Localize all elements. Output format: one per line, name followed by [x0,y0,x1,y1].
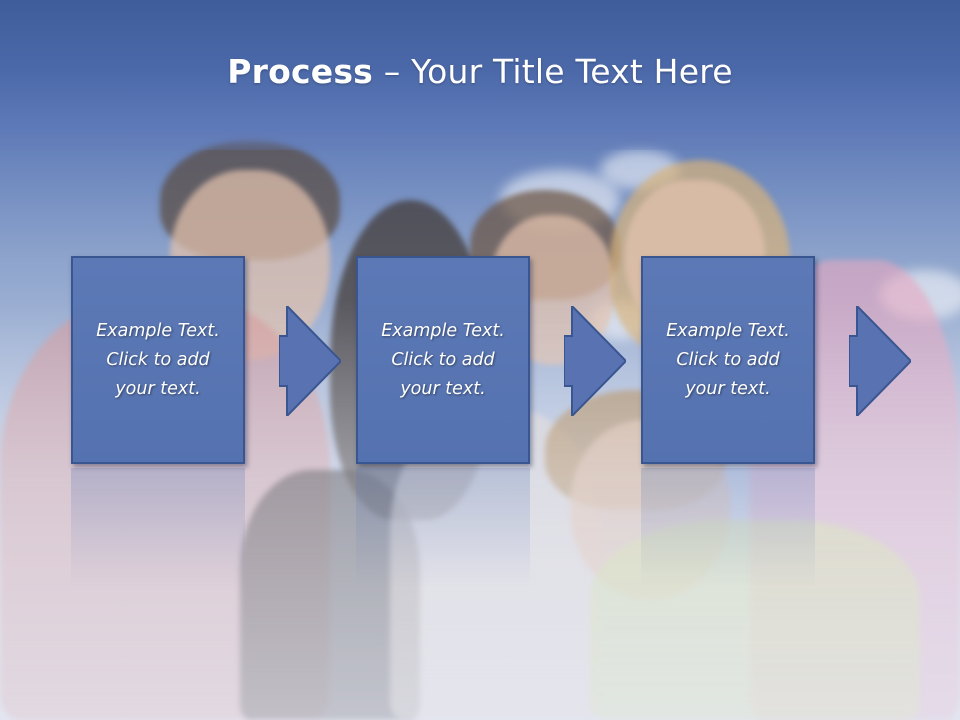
step-text[interactable]: Example Text. Click to add your text. [648,317,808,404]
right-arrow-icon[interactable] [849,306,911,416]
title-bold-text[interactable]: Process [227,52,374,91]
title-band [0,0,960,150]
title-rest-text[interactable]: – Your Title Text Here [373,52,733,91]
slide-title[interactable]: Process – Your Title Text Here [0,52,960,91]
box-reflection [356,468,530,588]
step-line-2: Click to add [391,349,495,370]
process-step-1: Example Text. Click to add your text. [71,256,341,588]
step-text[interactable]: Example Text. Click to add your text. [363,317,523,404]
right-arrow-icon[interactable] [279,306,341,416]
step-text[interactable]: Example Text. Click to add your text. [78,317,238,404]
box-reflection [71,468,245,588]
step-line-2: Click to add [106,349,210,370]
box-reflection [641,468,815,588]
step-line-3: your text. [685,378,771,399]
step-text-box[interactable]: Example Text. Click to add your text. [641,256,815,464]
step-text-box[interactable]: Example Text. Click to add your text. [356,256,530,464]
right-arrow-icon[interactable] [564,306,626,416]
process-step-2: Example Text. Click to add your text. [356,256,626,588]
step-line-3: your text. [115,378,201,399]
step-text-box[interactable]: Example Text. Click to add your text. [71,256,245,464]
process-step-3: Example Text. Click to add your text. [641,256,911,588]
step-line-1: Example Text. [666,320,790,341]
step-line-1: Example Text. [96,320,220,341]
step-line-1: Example Text. [381,320,505,341]
step-line-2: Click to add [676,349,780,370]
step-line-3: your text. [400,378,486,399]
